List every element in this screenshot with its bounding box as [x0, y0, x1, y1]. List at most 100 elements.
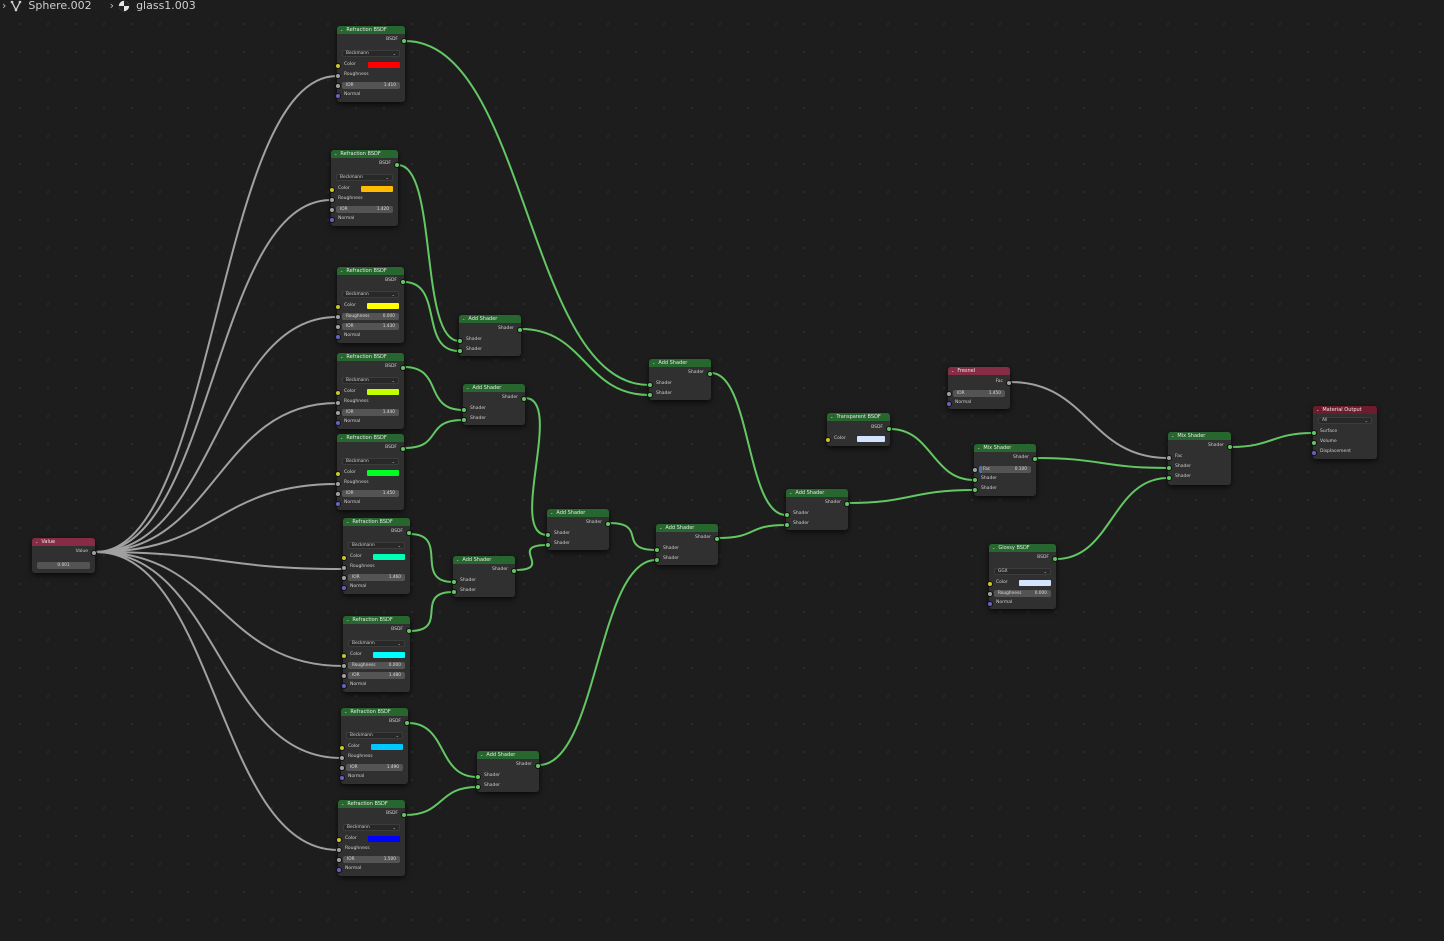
shader-input-socket[interactable] [475, 784, 481, 790]
node-header[interactable]: ⌄Refraction BSDF [337, 26, 405, 34]
output-socket[interactable] [91, 550, 97, 556]
node-header[interactable]: ⌄Add Shader [453, 556, 515, 564]
node-header[interactable]: ⌄Refraction BSDF [337, 353, 404, 361]
ior-socket[interactable] [329, 207, 335, 213]
add-shader-node[interactable]: ⌄Add Shader Shader Shader Shader [457, 315, 523, 356]
color-socket[interactable] [336, 837, 342, 843]
normal-socket[interactable] [335, 93, 341, 99]
surface-socket[interactable] [1311, 430, 1317, 436]
output-socket[interactable] [714, 536, 720, 542]
shader-input-socket[interactable] [545, 542, 551, 548]
collapse-icon[interactable]: ⌄ [652, 360, 656, 365]
shader-input-socket[interactable] [457, 338, 463, 344]
add-shader-node[interactable]: ⌄Add Shader Shader Shader Shader [654, 524, 720, 565]
ior-socket[interactable] [946, 391, 952, 397]
collapse-icon[interactable]: ⌄ [1316, 407, 1320, 412]
ior-socket[interactable] [335, 491, 341, 497]
distribution-dropdown[interactable]: Beckmann⌄ [342, 50, 400, 57]
collapse-icon[interactable]: ⌄ [480, 752, 484, 757]
collapse-icon[interactable]: ⌄ [344, 709, 348, 714]
collapse-icon[interactable]: ⌄ [951, 368, 955, 373]
shader-input-socket[interactable] [784, 522, 790, 528]
node-header[interactable]: ⌄Fresnel [948, 367, 1010, 375]
color-swatch[interactable] [368, 62, 400, 68]
roughness-socket[interactable] [335, 400, 341, 406]
distribution-dropdown[interactable]: Beckmann⌄ [336, 174, 393, 181]
collapse-icon[interactable]: ⌄ [659, 525, 663, 530]
refraction-bsdf-node[interactable]: ⌄Refraction BSDF BSDF Beckmann⌄ Color Ro… [336, 800, 407, 876]
node-header[interactable]: ⌄Refraction BSDF [338, 800, 405, 808]
node-header[interactable]: ⌄Add Shader [649, 359, 711, 367]
breadcrumb-material[interactable]: glass1.003 [136, 0, 196, 12]
add-shader-node[interactable]: ⌄Add Shader Shader Shader Shader [784, 489, 850, 530]
shader-input-socket[interactable] [972, 487, 978, 493]
collapse-icon[interactable]: ⌄ [334, 151, 338, 156]
node-header[interactable]: ⌄Add Shader [656, 524, 718, 532]
output-socket[interactable] [401, 812, 407, 818]
refraction-bsdf-node[interactable]: ⌄Refraction BSDF BSDF Beckmann⌄ Color Ro… [335, 26, 407, 102]
distribution-dropdown[interactable]: Beckmann⌄ [348, 542, 405, 549]
refraction-bsdf-node[interactable]: ⌄Refraction BSDF BSDF Beckmann⌄ Color Ro… [335, 434, 406, 510]
collapse-icon[interactable]: ⌄ [462, 316, 466, 321]
shader-input-socket[interactable] [451, 589, 457, 595]
node-header[interactable]: ⌄Value [32, 538, 95, 546]
normal-socket[interactable] [341, 585, 347, 591]
node-header[interactable]: ⌄Glossy BSDF [989, 544, 1056, 552]
collapse-icon[interactable]: ⌄ [346, 617, 350, 622]
shader-input-socket[interactable] [1166, 475, 1172, 481]
refraction-bsdf-node[interactable]: ⌄Refraction BSDF BSDF Beckmann⌄ Color Ro… [335, 267, 406, 343]
node-header[interactable]: ⌄Refraction BSDF [343, 616, 410, 624]
color-socket[interactable] [339, 745, 345, 751]
collapse-icon[interactable]: ⌄ [977, 445, 981, 450]
normal-socket[interactable] [335, 420, 341, 426]
refraction-bsdf-node[interactable]: ⌄Refraction BSDF BSDF Beckmann⌄ Color Ro… [335, 353, 406, 429]
roughness-socket[interactable] [987, 591, 993, 597]
refraction-bsdf-node[interactable]: ⌄Refraction BSDF BSDF Beckmann⌄ Color Ro… [339, 708, 410, 784]
node-header[interactable]: ⌄Mix Shader [974, 444, 1036, 452]
collapse-icon[interactable]: ⌄ [346, 519, 350, 524]
output-socket[interactable] [1227, 444, 1233, 450]
material-output-node[interactable]: ⌄Material Output All⌄ Surface Volume Dis… [1311, 406, 1377, 459]
add-shader-node[interactable]: ⌄Add Shader Shader Shader Shader [647, 359, 713, 400]
shader-input-socket[interactable] [647, 382, 653, 388]
output-socket[interactable] [517, 327, 523, 333]
output-socket[interactable] [521, 396, 527, 402]
value-field[interactable]: 0.001 [37, 562, 90, 569]
node-header[interactable]: ⌄Add Shader [547, 509, 609, 517]
output-socket[interactable] [1006, 380, 1012, 386]
node-header[interactable]: ⌄Material Output [1313, 406, 1377, 414]
color-swatch[interactable] [371, 744, 403, 750]
normal-socket[interactable] [336, 867, 342, 873]
roughness-socket[interactable] [339, 755, 345, 761]
output-socket[interactable] [406, 530, 412, 536]
color-socket[interactable] [335, 304, 341, 310]
fac-socket[interactable] [972, 467, 978, 473]
output-socket[interactable] [707, 371, 713, 377]
color-socket[interactable] [341, 653, 347, 659]
node-header[interactable]: ⌄Add Shader [477, 751, 539, 759]
node-header[interactable]: ⌄Add Shader [459, 315, 521, 323]
color-swatch[interactable] [367, 389, 399, 395]
collapse-icon[interactable]: ⌄ [341, 801, 345, 806]
ior-socket[interactable] [335, 83, 341, 89]
collapse-icon[interactable]: ⌄ [550, 510, 554, 515]
shader-input-socket[interactable] [545, 532, 551, 538]
output-socket[interactable] [1052, 556, 1058, 562]
shader-input-socket[interactable] [784, 512, 790, 518]
refraction-bsdf-node[interactable]: ⌄Refraction BSDF BSDF Beckmann⌄ Color Ro… [341, 616, 412, 692]
normal-socket[interactable] [339, 775, 345, 781]
refraction-bsdf-node[interactable]: ⌄Refraction BSDF BSDF Beckmann⌄ Color Ro… [341, 518, 412, 594]
shader-input-socket[interactable] [654, 557, 660, 563]
refraction-bsdf-node[interactable]: ⌄Refraction BSDF BSDF Beckmann⌄ Color Ro… [329, 150, 400, 226]
distribution-dropdown[interactable]: Beckmann⌄ [346, 732, 403, 739]
color-swatch[interactable] [857, 436, 885, 442]
mix-shader-node[interactable]: ⌄Mix Shader Shader Fac Shader Shader [1166, 432, 1233, 485]
color-swatch[interactable] [367, 470, 399, 476]
add-shader-node[interactable]: ⌄Add Shader Shader Shader Shader [461, 384, 527, 425]
collapse-icon[interactable]: ⌄ [340, 354, 344, 359]
node-header[interactable]: ⌄Refraction BSDF [337, 434, 404, 442]
